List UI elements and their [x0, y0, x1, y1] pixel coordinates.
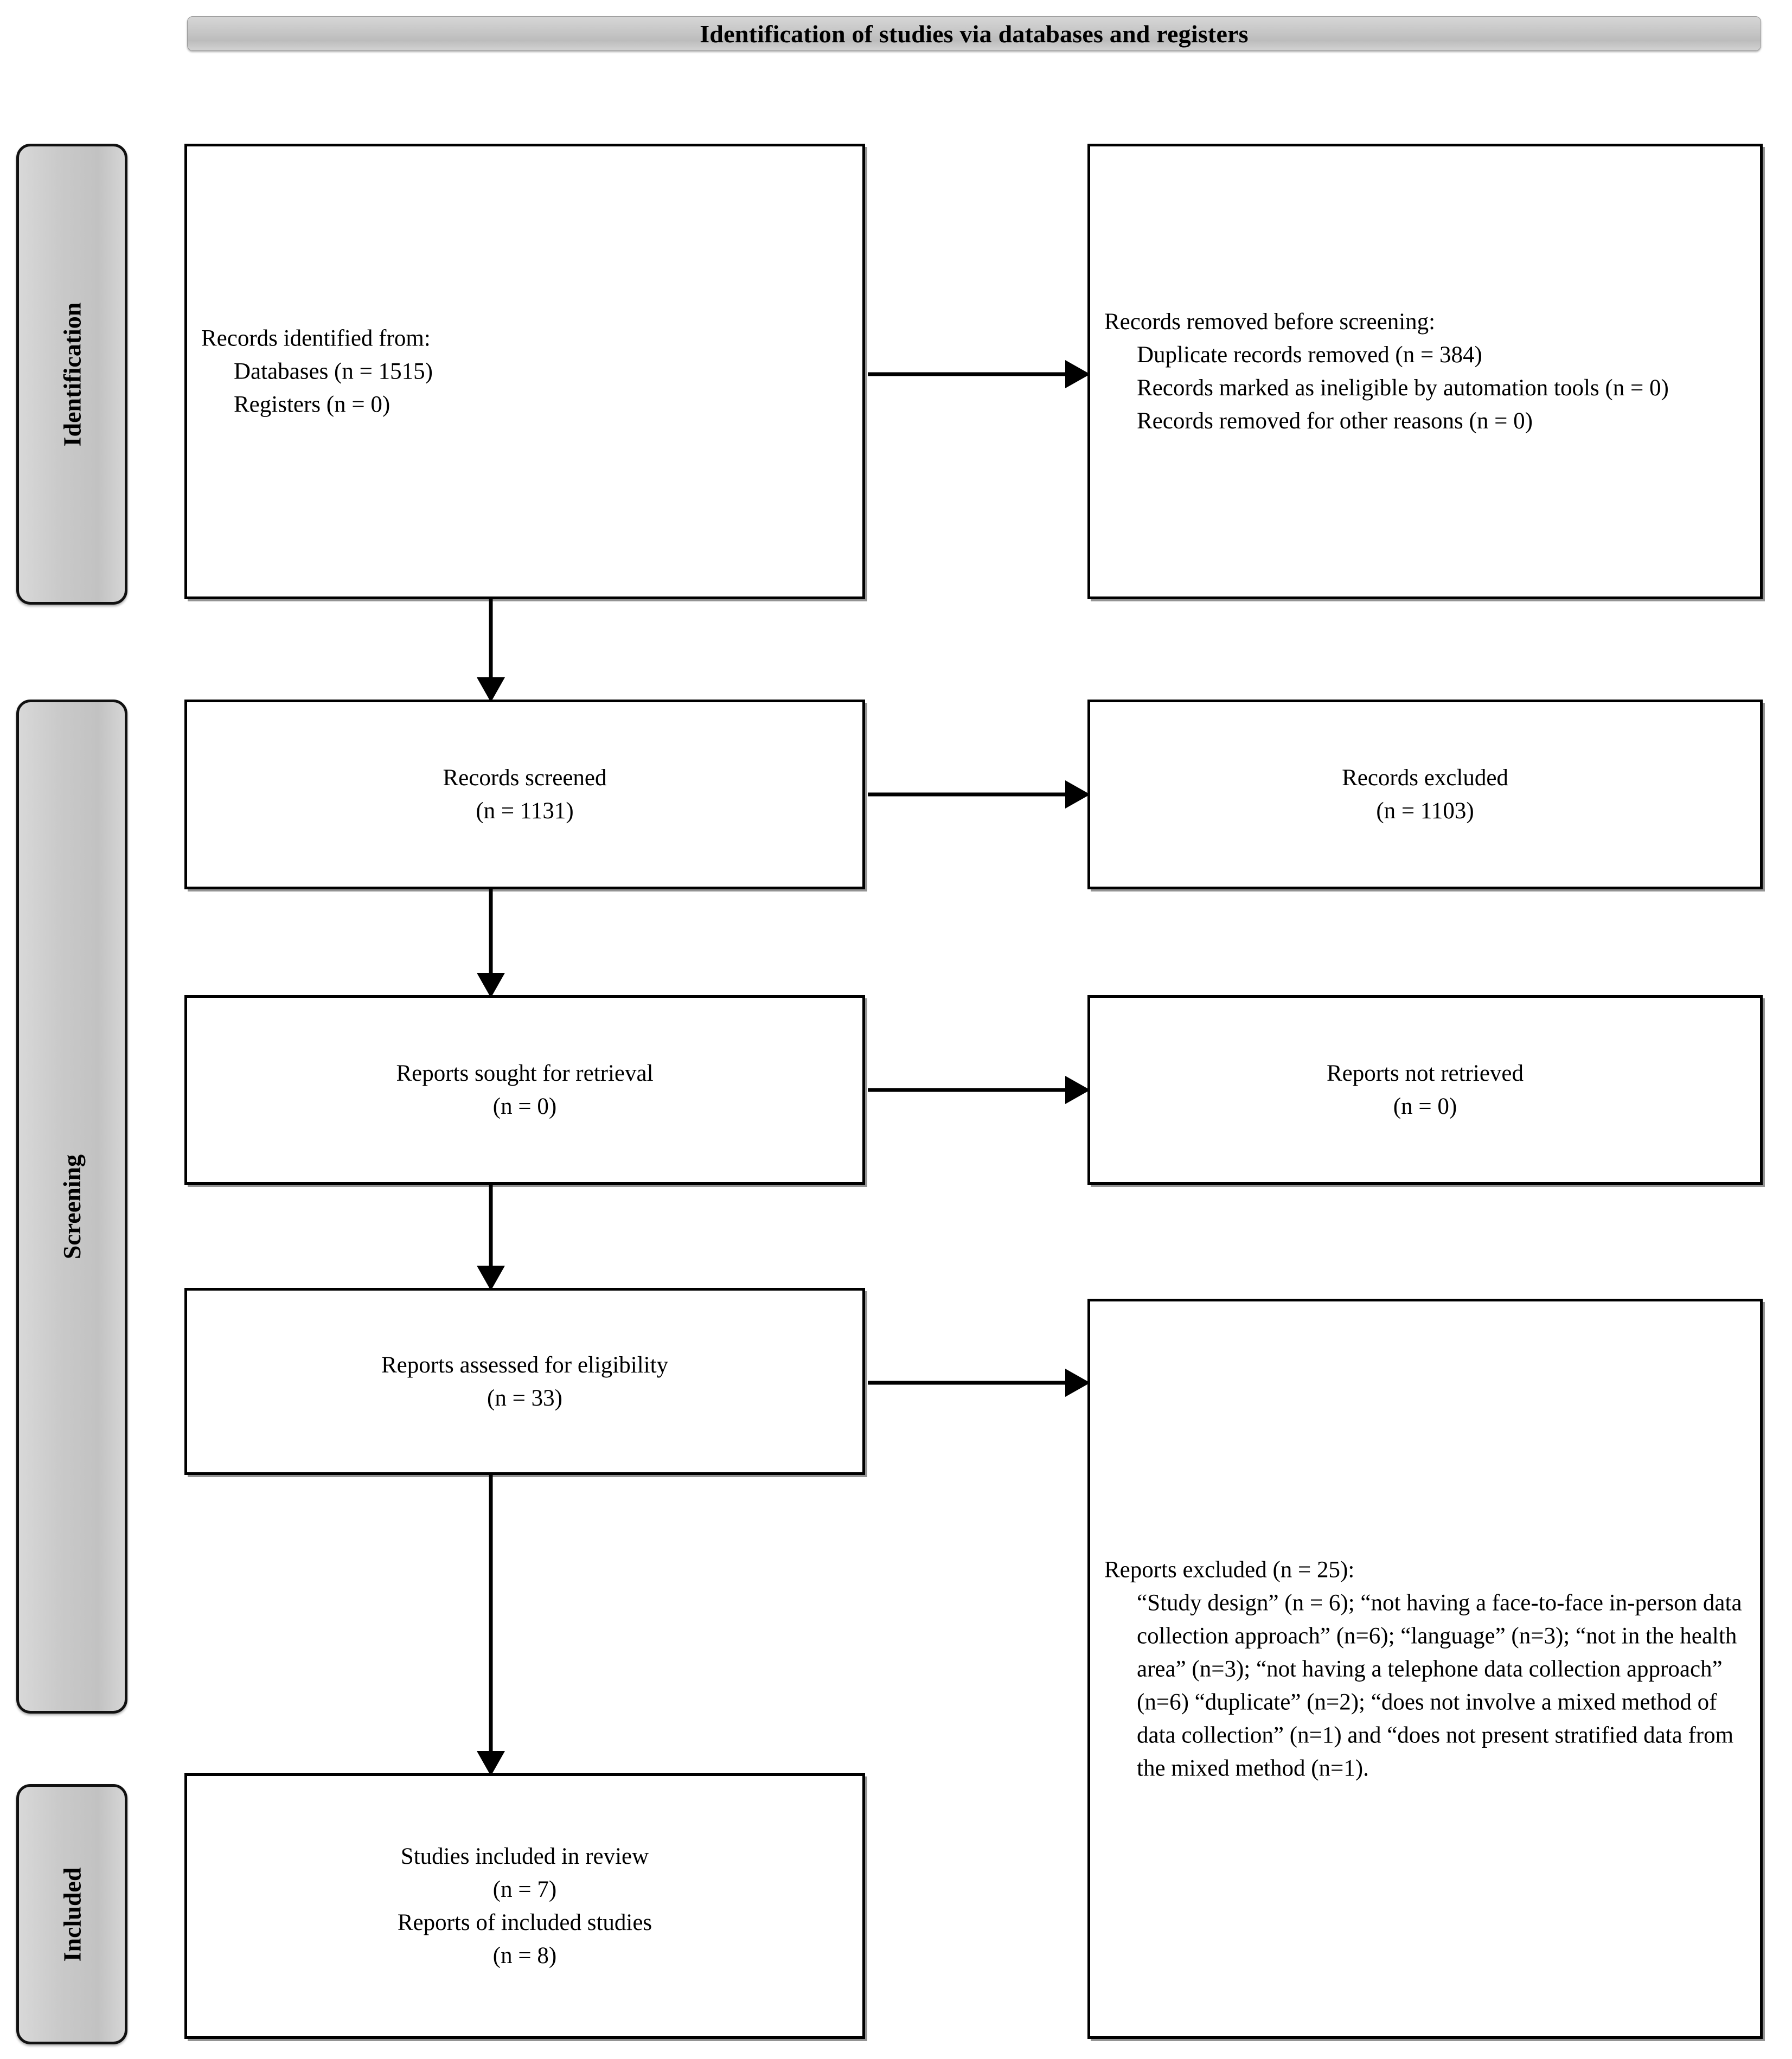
box-records-excluded: Records excluded (n = 1103): [1087, 700, 1763, 889]
arrow-identified-to-screened: [477, 599, 505, 702]
arrow-head-right-icon: [1065, 780, 1090, 809]
reports-included-count: (n = 8): [492, 1943, 557, 1969]
records-identified-registers: Registers (n = 0): [234, 392, 391, 418]
reports-excluded-heading: Reports excluded (n = 25):: [1104, 1556, 1355, 1582]
box-reports-assessed-for-eligibility: Reports assessed for eligibility (n = 33…: [184, 1288, 865, 1475]
box-studies-included-in-review: Studies included in review (n = 7) Repor…: [184, 1773, 865, 2039]
arrow-head-down-icon: [477, 973, 505, 998]
stage-label-screening-text: Screening: [58, 1154, 86, 1259]
reports-excluded-reasons: “Study design” (n = 6); “not having a fa…: [1137, 1589, 1742, 1781]
stage-label-identification-text: Identification: [58, 302, 86, 446]
records-removed-other: Records removed for other reasons (n = 0…: [1137, 408, 1533, 434]
diagram-title: Identification of studies via databases …: [700, 20, 1249, 48]
arrow-assessed-to-reports-excluded: [868, 1369, 1090, 1397]
box-reports-sought-for-retrieval: Reports sought for retrieval (n = 0): [184, 995, 865, 1185]
stage-label-included-text: Included: [57, 1867, 86, 1961]
box-records-removed-before-screening: Records removed before screening: Duplic…: [1087, 144, 1763, 599]
reports-sought-label: Reports sought for retrieval: [396, 1060, 654, 1086]
arrow-head-right-icon: [1065, 360, 1090, 388]
reports-included-label: Reports of included studies: [397, 1910, 652, 1935]
arrow-shaft: [868, 1088, 1067, 1092]
stage-label-screening: Screening: [16, 700, 127, 1714]
records-screened-count: (n = 1131): [476, 798, 574, 824]
arrow-shaft: [489, 1185, 493, 1268]
records-removed-heading: Records removed before screening:: [1104, 309, 1436, 335]
arrow-head-down-icon: [477, 677, 505, 702]
reports-assessed-label: Reports assessed for eligibility: [381, 1352, 669, 1378]
reports-not-retrieved-count: (n = 0): [1393, 1094, 1457, 1119]
arrow-head-right-icon: [1065, 1076, 1090, 1104]
records-identified-heading: Records identified from:: [201, 325, 431, 351]
studies-included-count: (n = 7): [492, 1876, 557, 1902]
arrow-sought-to-assessed: [477, 1185, 505, 1291]
arrow-assessed-to-included: [477, 1475, 505, 1776]
box-records-identified: Records identified from: Databases (n = …: [184, 144, 865, 599]
arrow-shaft: [868, 372, 1067, 376]
stage-label-identification: Identification: [16, 144, 127, 605]
arrow-identified-to-removed: [868, 360, 1090, 388]
reports-sought-count: (n = 0): [492, 1094, 557, 1119]
arrow-shaft: [868, 792, 1067, 797]
records-screened-label: Records screened: [443, 765, 607, 791]
arrow-shaft: [489, 599, 493, 679]
box-records-screened: Records screened (n = 1131): [184, 700, 865, 889]
box-reports-not-retrieved: Reports not retrieved (n = 0): [1087, 995, 1763, 1185]
arrow-shaft: [489, 1475, 493, 1753]
arrow-shaft: [489, 889, 493, 975]
reports-assessed-count: (n = 33): [487, 1385, 562, 1411]
arrow-head-down-icon: [477, 1751, 505, 1776]
arrow-head-right-icon: [1065, 1369, 1090, 1397]
box-reports-excluded: Reports excluded (n = 25): “Study design…: [1087, 1299, 1763, 2039]
records-excluded-count: (n = 1103): [1376, 798, 1474, 824]
stage-label-included: Included: [16, 1784, 127, 2044]
arrow-sought-to-not-retrieved: [868, 1076, 1090, 1104]
arrow-head-down-icon: [477, 1266, 505, 1291]
diagram-title-banner: Identification of studies via databases …: [187, 16, 1761, 51]
records-removed-duplicates: Duplicate records removed (n = 384): [1137, 342, 1482, 368]
arrow-shaft: [868, 1381, 1067, 1385]
reports-not-retrieved-label: Reports not retrieved: [1326, 1060, 1524, 1086]
records-excluded-label: Records excluded: [1342, 765, 1508, 791]
studies-included-label: Studies included in review: [400, 1843, 649, 1869]
records-removed-ineligible: Records marked as ineligible by automati…: [1137, 375, 1669, 401]
arrow-screened-to-sought: [477, 889, 505, 998]
records-identified-databases: Databases (n = 1515): [234, 358, 433, 384]
arrow-screened-to-excluded: [868, 780, 1090, 809]
